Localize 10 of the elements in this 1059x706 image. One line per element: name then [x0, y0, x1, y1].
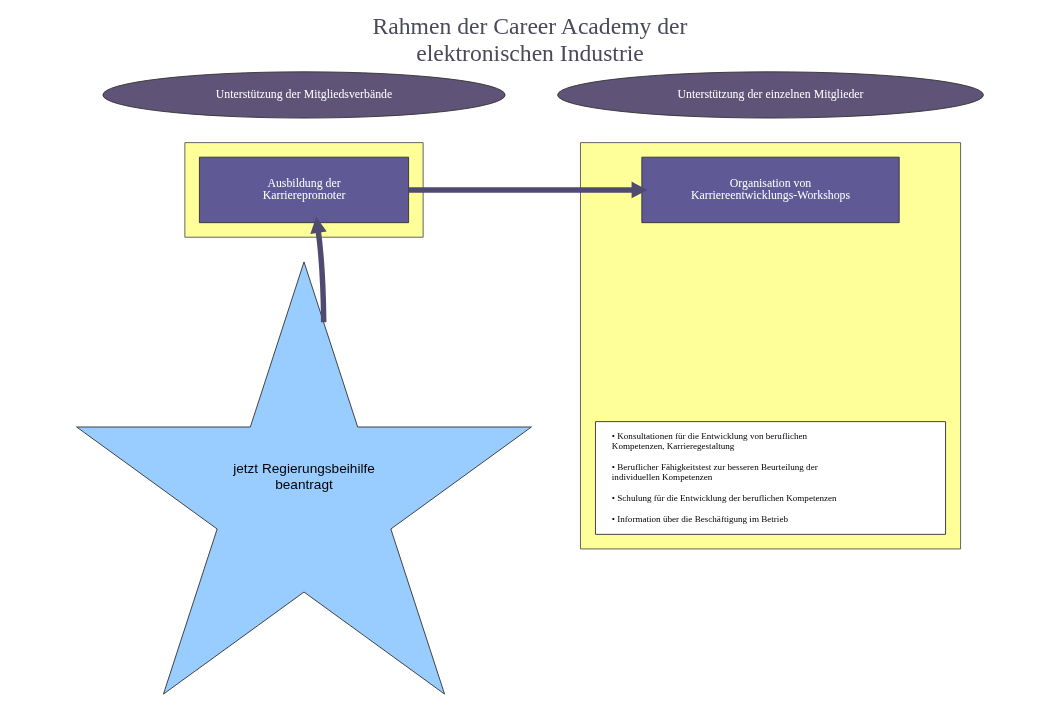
arrow — [309, 217, 327, 323]
node-ellipse: Unterstützung der Mitgliedsverbände — [101, 71, 506, 119]
node-box: Organisation von Karriereentwicklungs-Workshops — [640, 156, 900, 224]
diagram-title: Rahmen der Career Academy der elektronischen Industrie — [372, 13, 687, 66]
node-box: • Konsultationen für die Entwicklung von beruflichen Kompetenzen, Karrieregestaltung • Beruflicher Fähigkeitstest zur besseren Beurteilung der individuellen Kompetenzen • Schulung für die Entwicklung der beruflichen Kompetenzen • Information über die Beschäftigung im Betrieb — [594, 421, 946, 535]
cluster — [183, 142, 424, 238]
arrow — [408, 181, 647, 199]
node-box: Ausbildung der Karrierepromoter — [198, 156, 409, 224]
node-ellipse: Unterstützung der einzelnen Mitglieder — [556, 71, 984, 119]
cluster — [579, 142, 961, 550]
